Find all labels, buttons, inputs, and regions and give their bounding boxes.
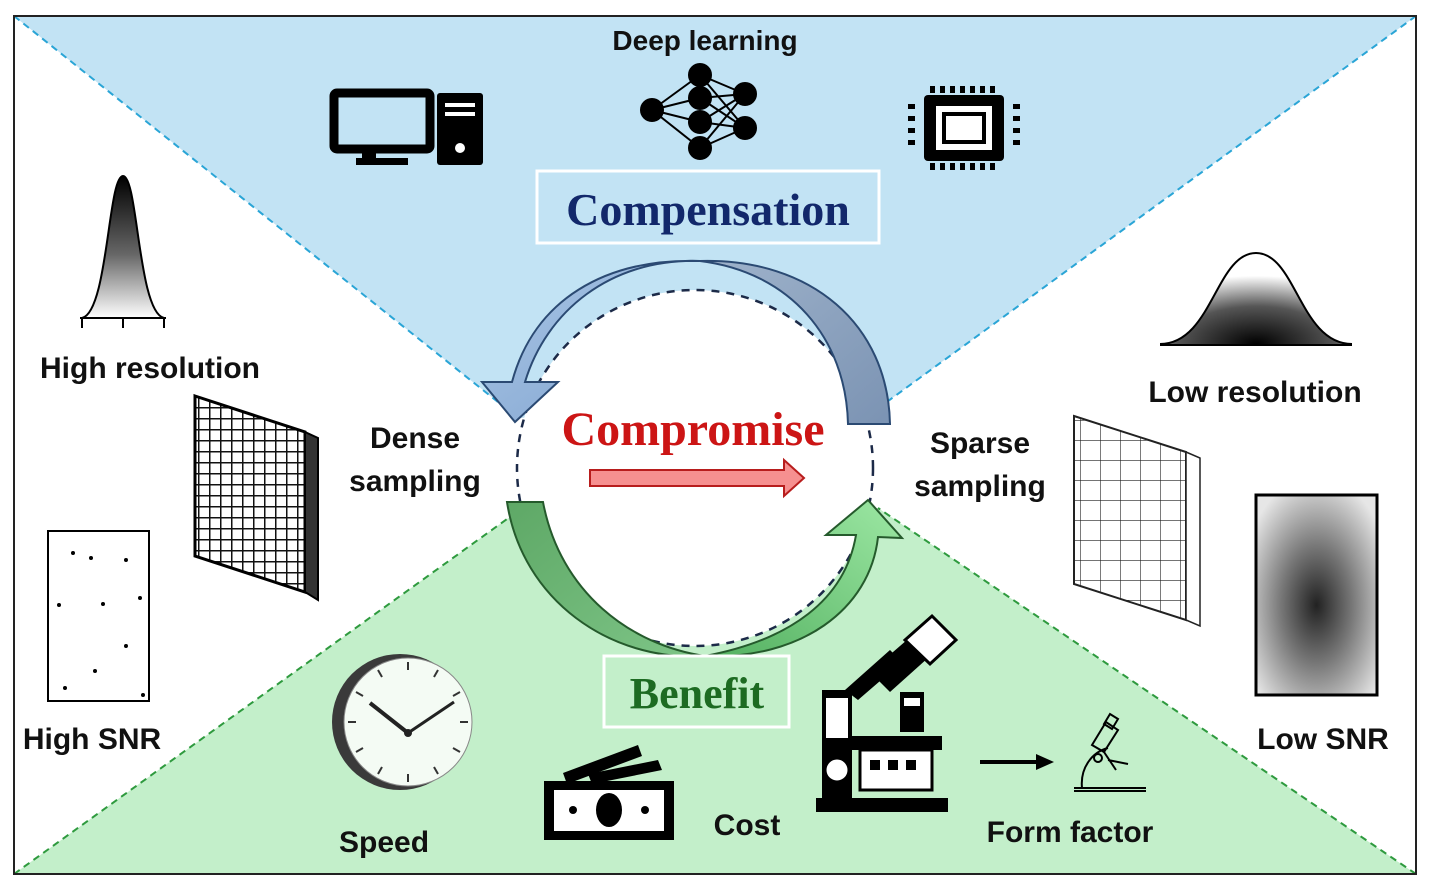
sparse-dots-icon [47, 530, 150, 702]
speed-label: Speed [339, 826, 429, 859]
low-resolution-label: Low resolution [1148, 376, 1361, 409]
outer-frame [13, 15, 1417, 875]
wide-peak-icon [1159, 251, 1353, 346]
form-factor-label: Form factor [987, 816, 1154, 849]
narrow-peak-icon [80, 174, 166, 328]
compensation-label: Compensation [566, 184, 850, 235]
benefit-label: Benefit [630, 669, 765, 718]
compromise-label: Compromise [561, 403, 824, 456]
cycle-circle [515, 288, 875, 648]
benefit-box [602, 654, 791, 729]
dense-label-line1: Dense [370, 422, 460, 455]
high-snr-label: High SNR [23, 723, 162, 756]
bottom-right-curved-arrow [704, 498, 905, 658]
compromise-arrow-icon [589, 457, 806, 499]
sparse-label-line1: Sparse [930, 427, 1030, 460]
cost-label: Cost [714, 809, 781, 842]
sparse-grid-icon [1073, 414, 1201, 628]
low-snr-label: Low SNR [1257, 723, 1389, 756]
processor-chip-icon [908, 86, 1020, 170]
microscope-icon [816, 613, 959, 812]
deep-learning-label: Deep learning [612, 25, 797, 56]
divider-line [13, 513, 515, 875]
clock-icon [332, 654, 473, 790]
divider-line [877, 507, 1417, 875]
dense-label-line2: sampling [349, 465, 481, 498]
high-resolution-label: High resolution [40, 352, 260, 385]
noisy-image-icon [1254, 493, 1379, 697]
divider-line [883, 15, 1417, 405]
top-left-curved-arrow [479, 259, 701, 424]
dense-grid-icon [193, 393, 319, 602]
compensation-box [535, 169, 881, 245]
arrow-right-icon [980, 754, 1054, 770]
money-icon [544, 745, 674, 840]
neural-network-icon [640, 63, 757, 160]
small-microscope-icon [1074, 712, 1146, 792]
sparse-label-line2: sampling [914, 470, 1046, 503]
top-right-curved-arrow [699, 259, 892, 425]
desktop-computer-icon [329, 88, 483, 165]
